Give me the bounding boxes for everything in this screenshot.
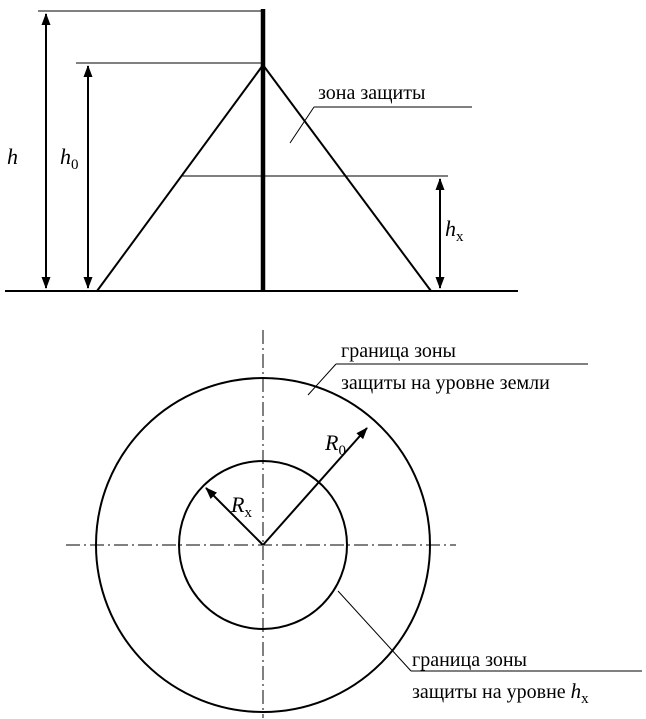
outer-boundary-label-line2: защиты на уровне земли <box>341 372 550 394</box>
plan-view: R0 Rx граница зоны защиты на уровне земл… <box>66 330 642 718</box>
rx-radius-arrow <box>205 487 264 546</box>
r0-radius-arrow <box>262 427 368 546</box>
inner-boundary-circle <box>178 460 348 630</box>
hx-label: hx <box>445 216 464 245</box>
r0-label: R0 <box>324 430 346 459</box>
outer-boundary-circle <box>95 377 431 713</box>
outer-label-leader <box>307 363 337 396</box>
inner-boundary-label-line2: защиты на уровне hx <box>412 679 589 707</box>
zone-label-leader <box>289 106 315 144</box>
cone-left-side <box>96 64 264 292</box>
inner-boundary-label-line1: граница зоны <box>412 649 527 671</box>
h-label: h <box>7 144 18 169</box>
rx-label: Rx <box>230 492 252 521</box>
inner-label-leader <box>337 590 412 672</box>
elevation-view: h h0 hx зона защиты <box>5 9 518 292</box>
outer-boundary-label-line1: граница зоны <box>341 340 456 362</box>
cone-right-side <box>262 64 432 292</box>
protection-zone-label: зона защиты <box>318 82 425 104</box>
h0-label: h0 <box>60 144 79 173</box>
